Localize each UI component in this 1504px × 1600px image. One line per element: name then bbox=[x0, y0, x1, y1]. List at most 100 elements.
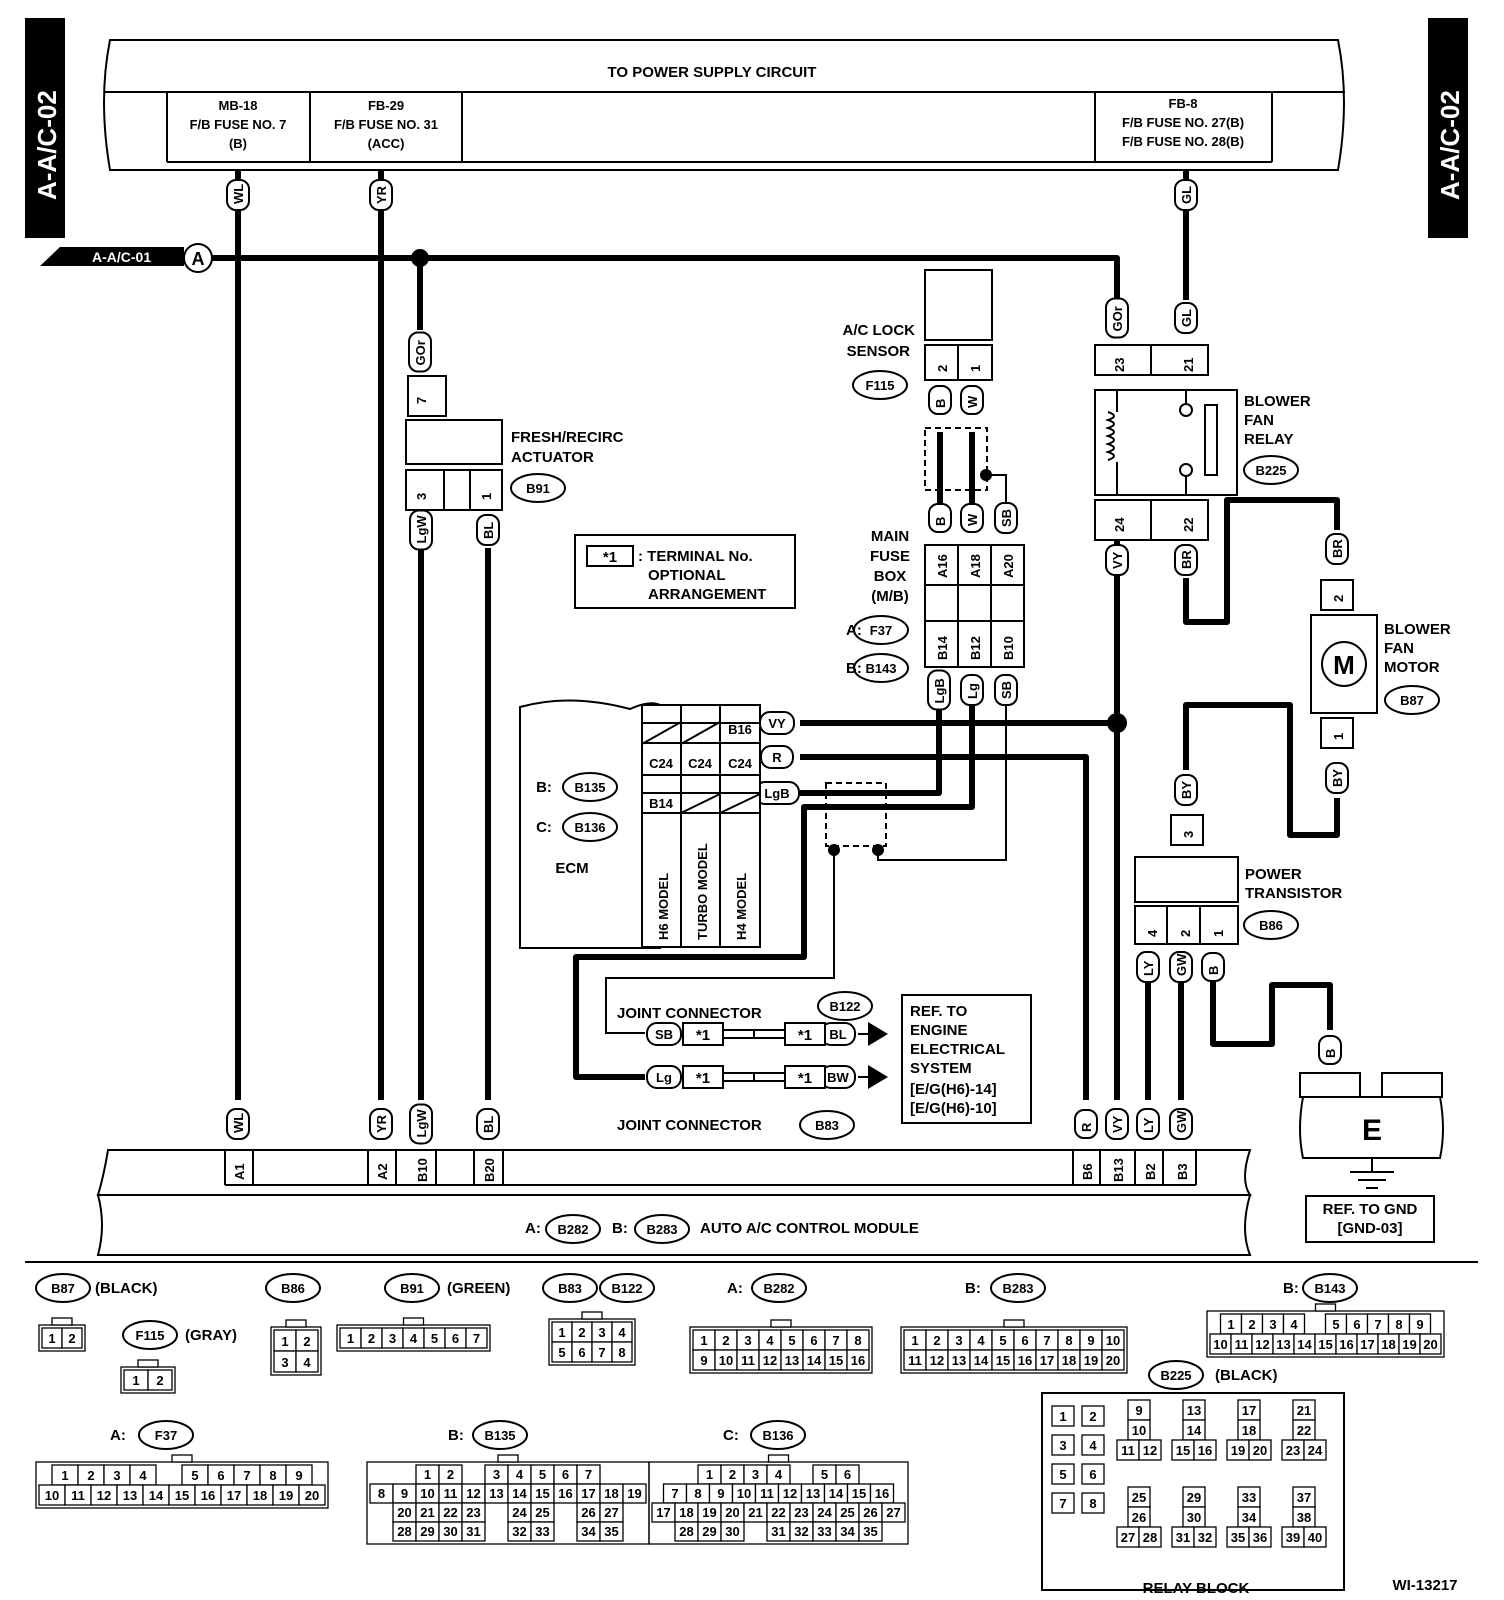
svg-text:8: 8 bbox=[378, 1486, 385, 1501]
svg-text:31: 31 bbox=[771, 1524, 785, 1539]
ecm-model-h4: H4 MODEL bbox=[734, 873, 749, 940]
svg-text:23: 23 bbox=[466, 1505, 480, 1520]
terminal-note-line3: ARRANGEMENT bbox=[648, 586, 766, 603]
svg-text:10: 10 bbox=[1213, 1337, 1227, 1352]
svg-text:8: 8 bbox=[269, 1468, 276, 1483]
connector-ref-b135: B135 bbox=[472, 1420, 528, 1450]
shield-lock-sensor bbox=[924, 427, 988, 491]
fuse-fb29-line2: F/B FUSE NO. 31 bbox=[334, 117, 438, 132]
svg-text:9: 9 bbox=[1416, 1317, 1423, 1332]
svg-text:27: 27 bbox=[1121, 1530, 1135, 1545]
module-pin-b20: B20 bbox=[482, 1158, 497, 1182]
svg-text:BL: BL bbox=[829, 1027, 846, 1042]
motor-name-2: FAN bbox=[1384, 640, 1414, 657]
svg-text:4: 4 bbox=[766, 1333, 774, 1348]
connector-ref-b135: B135 bbox=[562, 772, 618, 802]
svg-text:1: 1 bbox=[424, 1467, 431, 1482]
svg-text:24: 24 bbox=[1308, 1443, 1323, 1458]
svg-text:YR: YR bbox=[374, 1114, 389, 1133]
svg-text:27: 27 bbox=[604, 1505, 618, 1520]
svg-text:8: 8 bbox=[694, 1486, 701, 1501]
svg-text:B135: B135 bbox=[574, 780, 605, 795]
svg-text:2: 2 bbox=[729, 1467, 736, 1482]
wire-label-vy: VY bbox=[1105, 1108, 1129, 1140]
svg-text:20: 20 bbox=[725, 1505, 739, 1520]
relay-block-cell-8: 8 bbox=[1081, 1492, 1105, 1514]
svg-text:9: 9 bbox=[1135, 1403, 1142, 1418]
relay-block-cell-14: 14 bbox=[1182, 1419, 1206, 1441]
relay-name: BLOWER bbox=[1244, 393, 1311, 410]
svg-text:B91: B91 bbox=[400, 1281, 424, 1296]
relay-block-cell-23: 23 bbox=[1281, 1439, 1305, 1461]
relay-block-cell-2: 2 bbox=[1081, 1405, 1105, 1427]
relay-block-cell-36: 36 bbox=[1248, 1526, 1272, 1548]
svg-text:18: 18 bbox=[1381, 1337, 1395, 1352]
svg-text:8: 8 bbox=[618, 1345, 625, 1360]
svg-text:16: 16 bbox=[851, 1353, 865, 1368]
svg-text:31: 31 bbox=[1176, 1530, 1190, 1545]
relay-block-cell-12: 12 bbox=[1138, 1439, 1162, 1461]
svg-text:B283: B283 bbox=[1002, 1281, 1033, 1296]
ref-engine-line6: [E/G(H6)-10] bbox=[910, 1100, 997, 1117]
svg-text:W: W bbox=[965, 513, 980, 526]
splice-a bbox=[411, 249, 429, 267]
svg-text:7: 7 bbox=[671, 1486, 678, 1501]
svg-text:LY: LY bbox=[1141, 960, 1156, 976]
svg-text:9: 9 bbox=[1087, 1333, 1094, 1348]
terminal-note-line1: : TERMINAL No. bbox=[638, 548, 753, 565]
connector-ref-f115: F115 bbox=[122, 1320, 178, 1350]
relay-block-cell-39: 39 bbox=[1281, 1526, 1305, 1548]
relay-block-cell-40: 40 bbox=[1303, 1526, 1327, 1548]
main-fuse-box bbox=[924, 544, 1025, 668]
svg-text:35: 35 bbox=[1231, 1530, 1245, 1545]
fuse-fb8-line2: F/B FUSE NO. 27(B) bbox=[1122, 115, 1244, 130]
relay-block-cell-1: 1 bbox=[1051, 1405, 1075, 1427]
connector-ref-b83: B83 bbox=[799, 1110, 855, 1140]
ac-lock-sensor bbox=[924, 269, 993, 381]
connector-ref-b83: B83 bbox=[542, 1273, 598, 1303]
connector-ref-b91: B91 bbox=[384, 1273, 440, 1303]
svg-text:19: 19 bbox=[279, 1488, 293, 1503]
connector-ref-f37: F37 bbox=[853, 615, 909, 645]
svg-text:6: 6 bbox=[452, 1331, 459, 1346]
wire-label-yr: YR bbox=[369, 1108, 393, 1140]
svg-text:14: 14 bbox=[829, 1486, 844, 1501]
wire-label-by: BY bbox=[1325, 762, 1349, 794]
svg-text:F37: F37 bbox=[870, 623, 892, 638]
svg-text:21: 21 bbox=[420, 1505, 434, 1520]
wire-label-r-h: R bbox=[760, 745, 794, 769]
svg-text:7: 7 bbox=[243, 1468, 250, 1483]
svg-text:35: 35 bbox=[604, 1524, 618, 1539]
svg-text:B83: B83 bbox=[815, 1118, 839, 1133]
wire-label-w: W bbox=[960, 503, 984, 533]
wire-label-lgw: LgW bbox=[409, 509, 433, 551]
svg-text:28: 28 bbox=[1143, 1530, 1157, 1545]
fuse-box-pin-b10: B10 bbox=[1001, 636, 1016, 660]
note-b225-color: (BLACK) bbox=[1215, 1367, 1277, 1384]
svg-text:2: 2 bbox=[303, 1334, 310, 1349]
svg-text:6: 6 bbox=[1353, 1317, 1360, 1332]
lock-sensor-name: A/C LOCK bbox=[843, 322, 916, 339]
svg-text:GW: GW bbox=[1174, 953, 1189, 976]
svg-text:3: 3 bbox=[1059, 1438, 1066, 1453]
fuse-box-name-2: FUSE bbox=[870, 548, 910, 565]
svg-text:F115: F115 bbox=[136, 1328, 165, 1343]
wire-label-bl-h: BL bbox=[820, 1022, 856, 1046]
wire-label-sb: SB bbox=[994, 674, 1018, 706]
transistor-name-2: TRANSISTOR bbox=[1245, 885, 1342, 902]
svg-text:BR: BR bbox=[1179, 550, 1194, 569]
svg-text:B: B bbox=[933, 399, 948, 408]
svg-text:SB: SB bbox=[999, 509, 1014, 527]
svg-text:21: 21 bbox=[748, 1505, 762, 1520]
relay-block-cell-13: 13 bbox=[1182, 1399, 1206, 1421]
svg-text:1: 1 bbox=[48, 1331, 55, 1346]
svg-text:10: 10 bbox=[1132, 1423, 1146, 1438]
svg-text:8: 8 bbox=[854, 1333, 861, 1348]
svg-text:VY: VY bbox=[1110, 1115, 1125, 1133]
svg-text:7: 7 bbox=[473, 1331, 480, 1346]
